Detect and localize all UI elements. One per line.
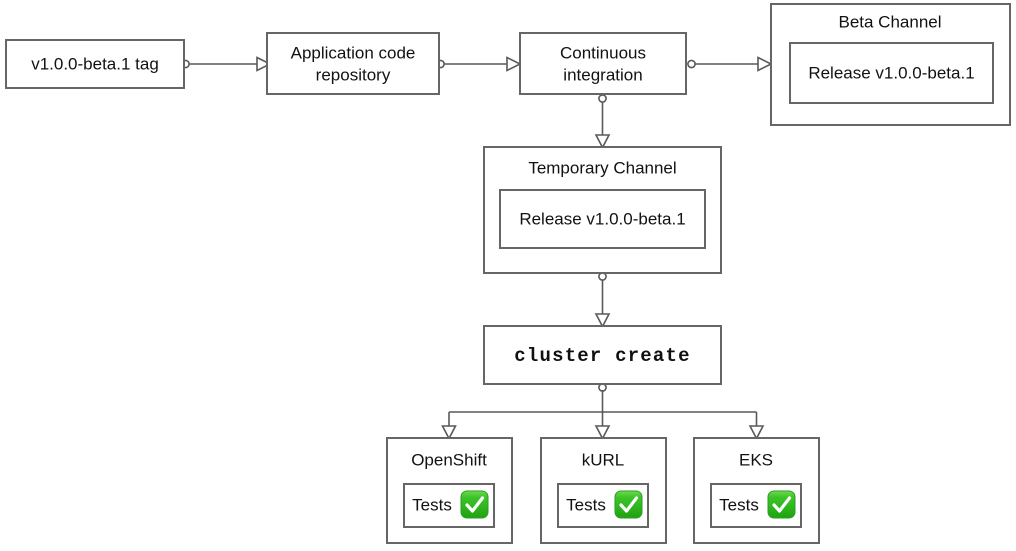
node-cluster-create-label: cluster create: [514, 345, 690, 367]
arrow-head-kurl: [594, 425, 611, 441]
node-repo-label-line2: repository: [316, 65, 391, 84]
check-mark-green-icon: [614, 490, 643, 519]
edge-tag-to-repo: [181, 56, 272, 72]
node-beta-channel-title: Beta Channel: [838, 12, 941, 31]
node-beta-channel[interactable]: Beta Channel Release v1.0.0-beta.1: [770, 3, 1011, 126]
node-eks-tests[interactable]: Tests: [710, 483, 802, 528]
edge-ci-to-temporary-channel: [594, 94, 611, 150]
edge-ci-to-beta-channel: [687, 56, 773, 72]
node-kurl-tests-label: Tests: [566, 495, 606, 514]
node-openshift[interactable]: OpenShift Tests: [386, 437, 513, 544]
node-beta-channel-release[interactable]: Release v1.0.0-beta.1: [789, 42, 994, 104]
node-kurl-tests[interactable]: Tests: [557, 483, 649, 528]
node-eks[interactable]: EKS Tests: [693, 437, 820, 544]
node-temporary-channel-title: Temporary Channel: [528, 158, 676, 177]
arrow-head-openshift: [441, 425, 457, 441]
node-repo-label-line1: Application code: [291, 43, 416, 62]
node-application-code-repository[interactable]: Application code repository: [266, 32, 440, 95]
node-cluster-create[interactable]: cluster create: [483, 325, 722, 385]
edge-cluster-create-fork: [441, 383, 765, 441]
node-eks-title: EKS: [739, 450, 773, 469]
edge-repo-to-ci: [436, 56, 522, 72]
node-openshift-tests[interactable]: Tests: [403, 483, 495, 528]
node-openshift-title: OpenShift: [411, 450, 487, 469]
node-kurl[interactable]: kURL Tests: [540, 437, 667, 544]
node-ci-label-line2: integration: [563, 65, 642, 84]
node-continuous-integration[interactable]: Continuous integration: [519, 32, 687, 95]
node-openshift-tests-label: Tests: [412, 495, 452, 514]
node-kurl-title: kURL: [582, 450, 625, 469]
edge-temporary-channel-to-cluster-create: [594, 272, 611, 329]
node-ci-label-line1: Continuous: [560, 43, 646, 62]
node-eks-tests-label: Tests: [719, 495, 759, 514]
node-temporary-channel-release[interactable]: Release v1.0.0-beta.1: [499, 189, 706, 249]
check-mark-green-icon: [460, 490, 489, 519]
node-temporary-channel-release-label: Release v1.0.0-beta.1: [519, 209, 685, 228]
node-temporary-channel[interactable]: Temporary Channel Release v1.0.0-beta.1: [483, 146, 722, 274]
node-tag[interactable]: v1.0.0-beta.1 tag: [5, 39, 185, 89]
node-beta-channel-release-label: Release v1.0.0-beta.1: [808, 63, 974, 82]
check-mark-green-icon: [767, 490, 796, 519]
arrow-head-eks: [748, 425, 765, 441]
node-tag-label: v1.0.0-beta.1 tag: [31, 54, 159, 73]
